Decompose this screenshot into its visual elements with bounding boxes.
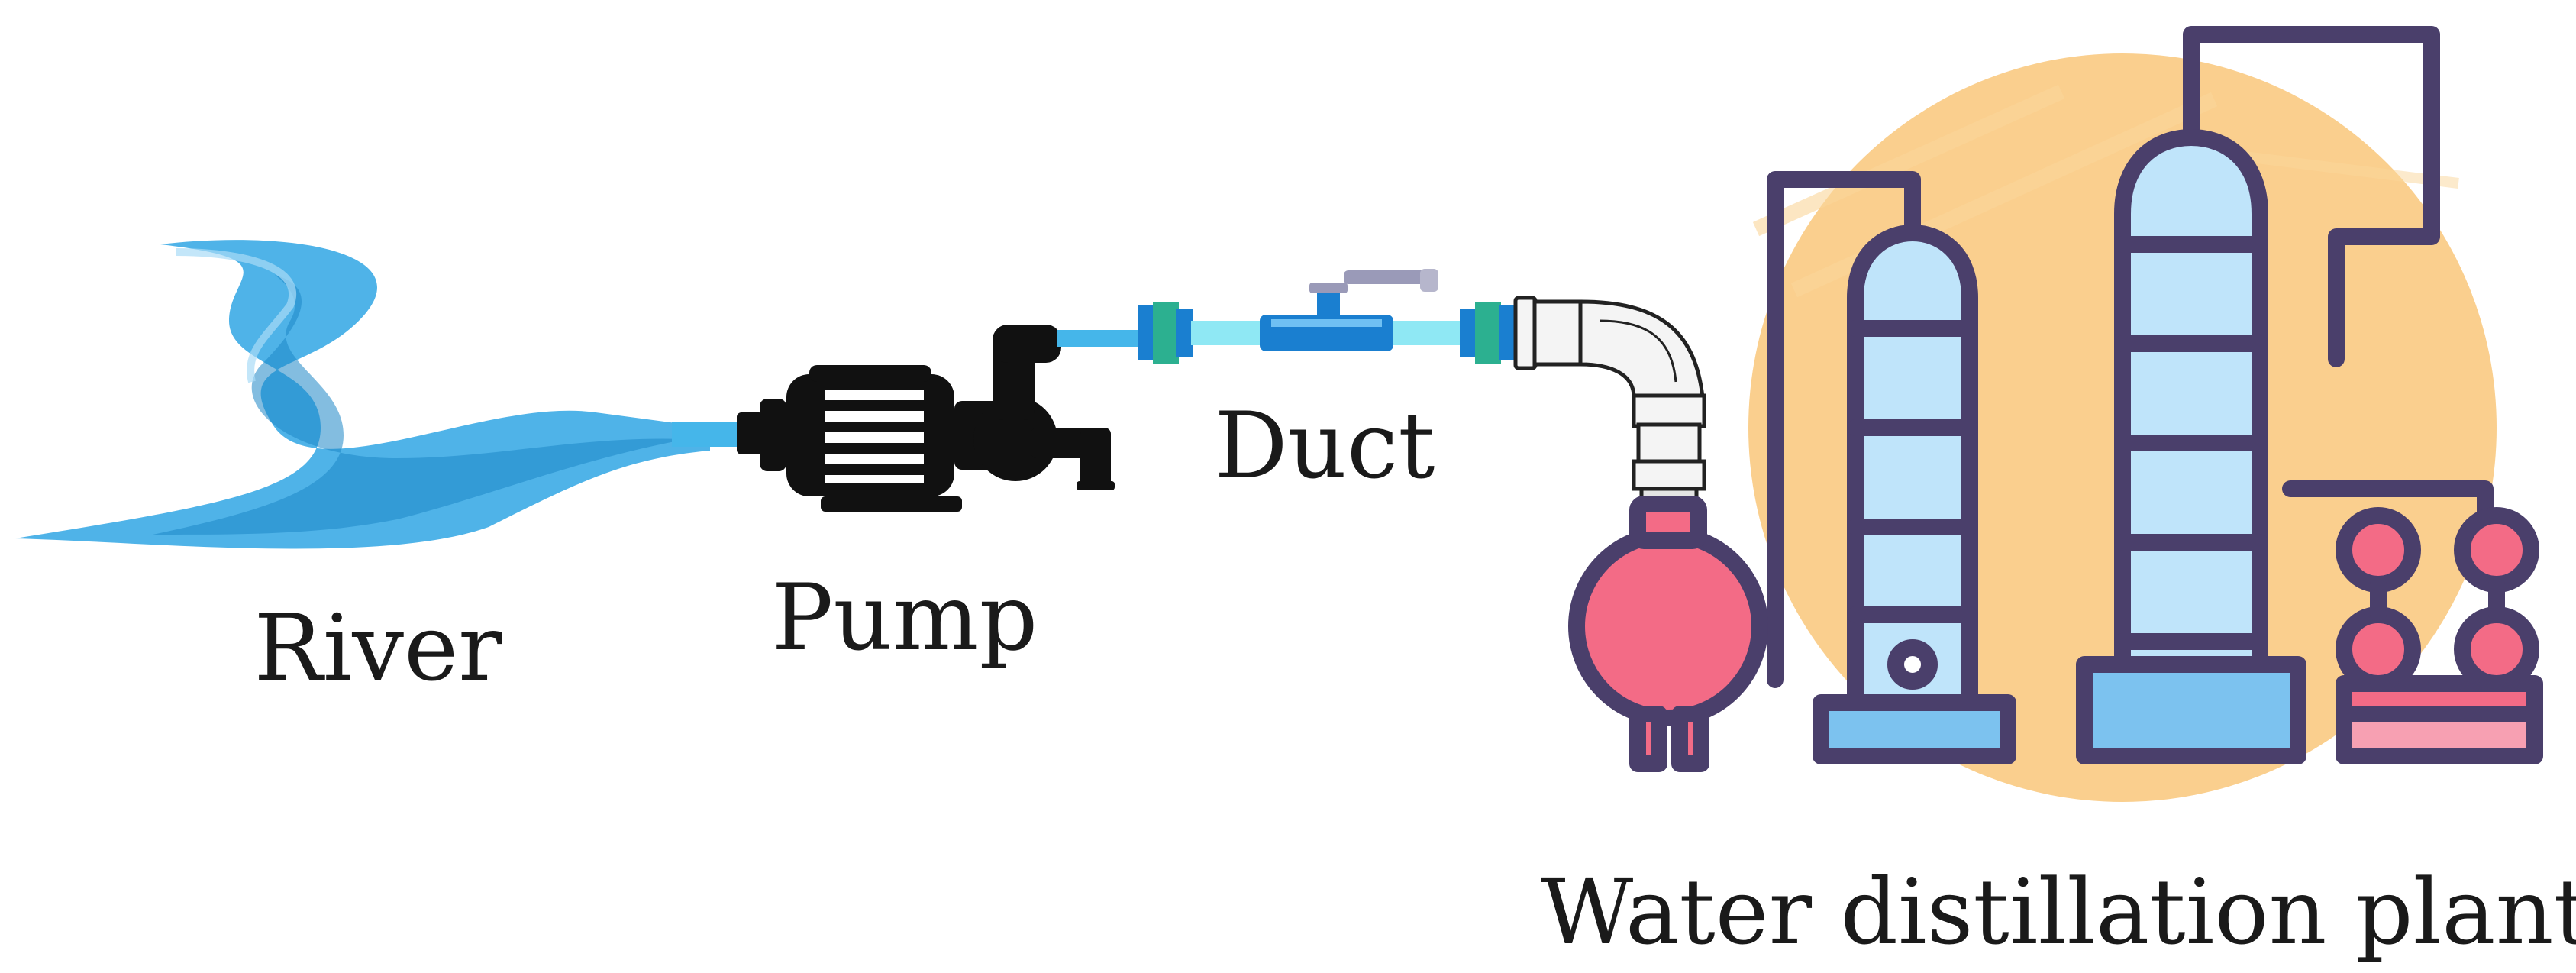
pump-label: Pump bbox=[772, 565, 1038, 671]
pipe-with-valve-icon bbox=[1138, 269, 1516, 364]
duct-label: Duct bbox=[1215, 393, 1435, 499]
distillation-plant-icon bbox=[1568, 26, 2543, 802]
pump-outlet-pipe bbox=[1057, 330, 1141, 347]
river-label: River bbox=[254, 596, 503, 702]
inlet-pipe bbox=[672, 422, 748, 447]
water-pump-icon bbox=[737, 325, 1115, 512]
plant-label: Water distillation plant bbox=[1541, 859, 2576, 965]
river-stream-icon bbox=[15, 240, 710, 549]
elbow-pipe-icon bbox=[1513, 296, 1706, 512]
